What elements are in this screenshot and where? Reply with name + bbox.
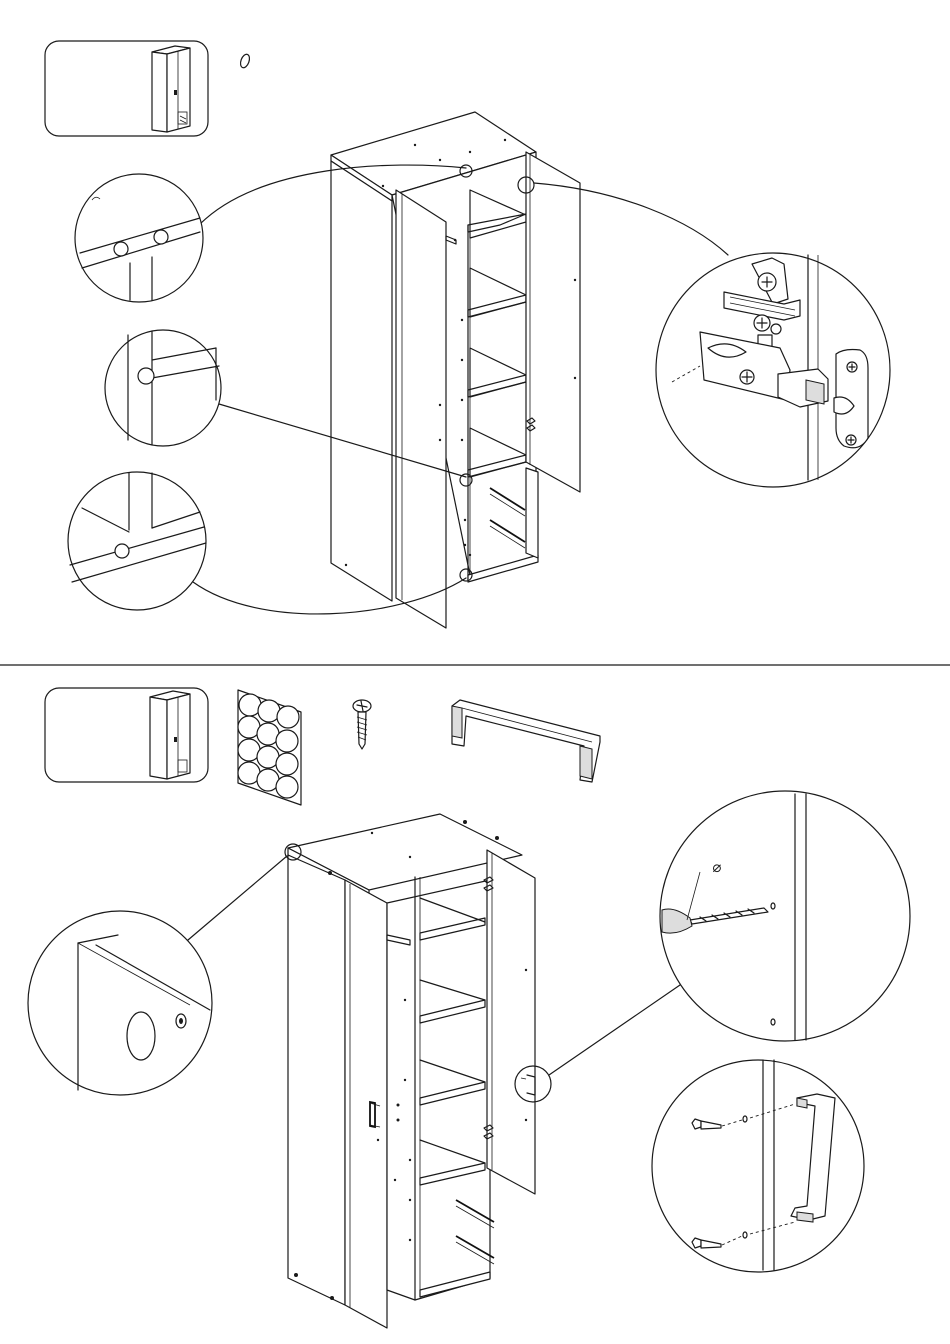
cam-detail-middle	[105, 330, 221, 446]
cabinet-assembly-lower	[288, 814, 535, 1328]
step-upper	[45, 41, 890, 628]
drill-diameter-symbol: ⌀	[712, 858, 721, 876]
bumper-pads-icon	[238, 690, 301, 805]
screw-icon	[353, 700, 371, 749]
cam-detail-bottom	[68, 472, 206, 610]
hinge-detail	[656, 253, 890, 487]
cap-icon	[239, 53, 251, 69]
cabinet-thumbnail-icon	[45, 688, 208, 782]
handle-icon	[452, 700, 600, 782]
drilling-detail: ⌀	[660, 791, 910, 1041]
dowel-detail-top	[75, 174, 203, 302]
cabinet-thumbnail-icon	[45, 41, 208, 136]
step-lower: ⌀	[28, 688, 910, 1328]
cabinet-assembly-upper	[331, 112, 580, 628]
handle-mount-detail	[652, 1060, 864, 1272]
bumper-detail	[28, 911, 212, 1095]
